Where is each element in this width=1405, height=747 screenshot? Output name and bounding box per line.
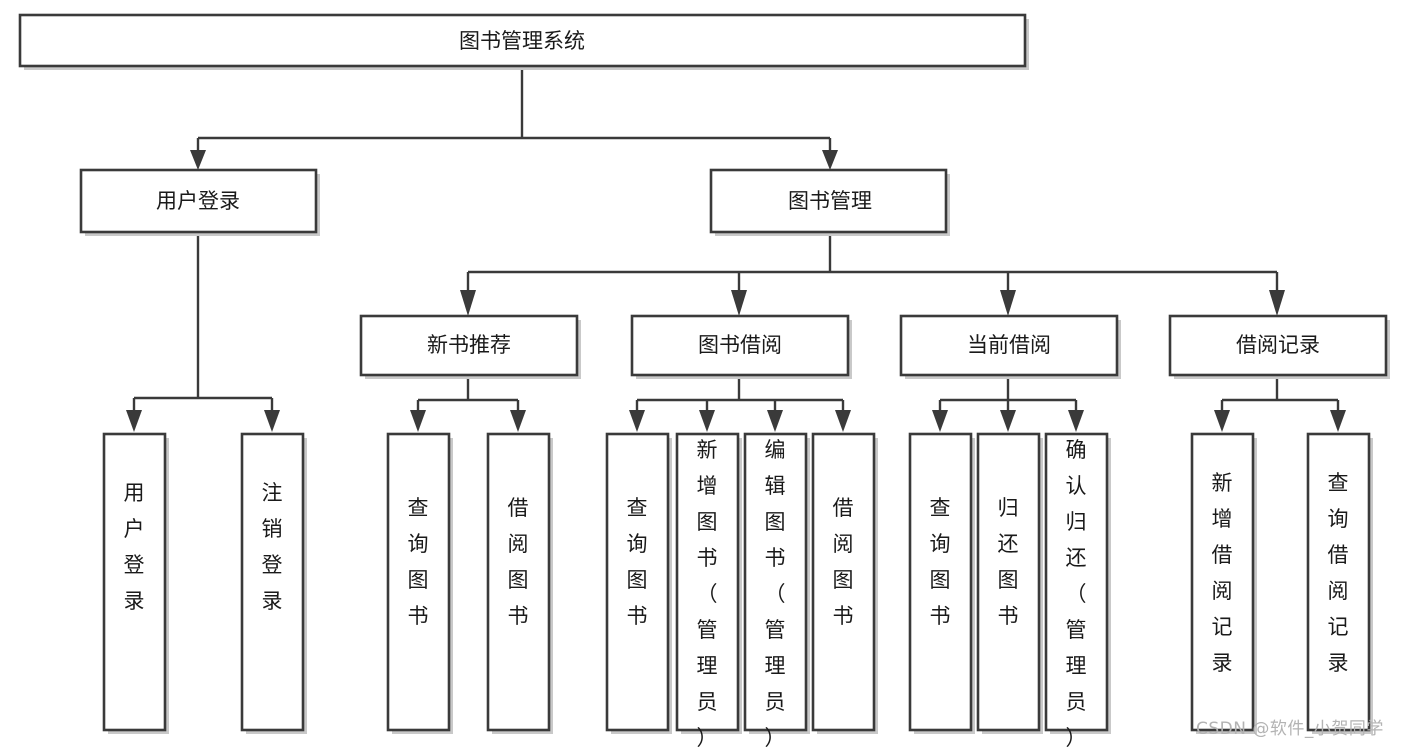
node-leaf-borrow-query-label: 查询图书 xyxy=(627,496,648,628)
node-leaf-cur-return[interactable]: 归还图书 xyxy=(976,432,1043,734)
arrow-bm-c4 xyxy=(1269,290,1285,316)
node-leaf-borrow-lend-box[interactable] xyxy=(811,432,876,732)
node-new-book-rec[interactable]: 新书推荐 xyxy=(359,314,581,379)
node-leaf-user-logout-box[interactable] xyxy=(240,432,305,732)
node-leaf-rec-add[interactable]: 新增借阅记录 xyxy=(1190,432,1257,734)
node-leaf-borrow-add-label: 新增图书（管理员） xyxy=(697,438,718,747)
node-current-borrow-box[interactable] xyxy=(899,314,1119,377)
csdn-watermark: CSDN @软件_小贺同学 xyxy=(1196,719,1384,739)
node-leaf-rec-search-label: 查询借阅记录 xyxy=(1328,471,1349,675)
node-new-book-rec-label: 新书推荐 xyxy=(427,333,511,357)
node-leaf-borrow-query-box[interactable] xyxy=(605,432,670,732)
node-borrow-record-box[interactable] xyxy=(1168,314,1388,377)
node-leaf-cur-query-box[interactable] xyxy=(908,432,973,732)
node-leaf-borrow-add-box[interactable] xyxy=(675,432,740,732)
node-leaf-rec-search[interactable]: 查询借阅记录 xyxy=(1306,432,1373,734)
arrow-userlogin-l2 xyxy=(264,410,280,432)
node-leaf-user-login[interactable]: 用户登录 xyxy=(102,432,169,734)
node-leaf-borrow-edit[interactable]: 编辑图书（管理员） xyxy=(743,432,810,747)
arrow-bm-c3 xyxy=(1000,290,1016,316)
node-user-login-box[interactable] xyxy=(79,168,318,234)
node-leaf-cur-confirm-label: 确认归还（管理员） xyxy=(1066,438,1087,747)
arrow-userlogin-l1 xyxy=(126,410,142,432)
node-book-borrow-box[interactable] xyxy=(630,314,850,377)
arrow-current-l1 xyxy=(932,410,948,432)
node-leaf-cur-return-box[interactable] xyxy=(976,432,1041,732)
node-leaf-rec-borrow-label: 借阅图书 xyxy=(508,496,529,628)
node-leaf-borrow-edit-label: 编辑图书（管理员） xyxy=(765,438,786,747)
node-leaf-cur-confirm[interactable]: 确认归还（管理员） xyxy=(1044,432,1111,747)
node-leaf-user-login-label: 用户登录 xyxy=(124,481,145,613)
edge-layer xyxy=(126,66,1346,432)
node-user-login[interactable]: 用户登录 xyxy=(79,168,320,236)
node-leaf-user-logout[interactable]: 注销登录 xyxy=(240,432,307,734)
arrow-borrow-l2 xyxy=(699,410,715,432)
node-root[interactable]: 图书管理系统 xyxy=(18,13,1029,70)
node-borrow-record[interactable]: 借阅记录 xyxy=(1168,314,1390,379)
node-leaf-borrow-add[interactable]: 新增图书（管理员） xyxy=(675,432,742,747)
node-new-book-rec-box[interactable] xyxy=(359,314,579,377)
node-leaf-rec-query-label: 查询图书 xyxy=(408,496,429,628)
node-root-label: 图书管理系统 xyxy=(459,29,585,53)
node-leaf-rec-add-box[interactable] xyxy=(1190,432,1255,732)
node-leaf-rec-search-box[interactable] xyxy=(1306,432,1371,732)
node-book-borrow[interactable]: 图书借阅 xyxy=(630,314,852,379)
node-current-borrow[interactable]: 当前借阅 xyxy=(899,314,1121,379)
arrow-rec-l1 xyxy=(410,410,426,432)
node-current-borrow-label: 当前借阅 xyxy=(967,333,1051,357)
node-book-manage[interactable]: 图书管理 xyxy=(709,168,950,236)
arrow-borrow-l1 xyxy=(629,410,645,432)
arrow-bm-c1 xyxy=(460,290,476,316)
arrow-borrow-l4 xyxy=(835,410,851,432)
node-leaf-borrow-query[interactable]: 查询图书 xyxy=(605,432,672,734)
node-leaf-rec-query-box[interactable] xyxy=(386,432,451,732)
node-root-box[interactable] xyxy=(18,13,1027,68)
arrow-bm-c2 xyxy=(731,290,747,316)
node-user-login-label: 用户登录 xyxy=(156,189,240,213)
node-leaf-borrow-lend-label: 借阅图书 xyxy=(833,496,854,628)
node-leaf-rec-borrow-box[interactable] xyxy=(486,432,551,732)
arrow-current-l3 xyxy=(1068,410,1084,432)
node-leaf-user-login-box[interactable] xyxy=(102,432,167,732)
arrow-current-l2 xyxy=(1000,410,1016,432)
node-leaf-rec-query[interactable]: 查询图书 xyxy=(386,432,453,734)
node-leaf-rec-add-label: 新增借阅记录 xyxy=(1212,471,1233,675)
node-leaf-borrow-lend[interactable]: 借阅图书 xyxy=(811,432,878,734)
arrow-rec-l2 xyxy=(510,410,526,432)
node-leaf-cur-query[interactable]: 查询图书 xyxy=(908,432,975,734)
arrow-root-to-user-login xyxy=(190,150,206,170)
node-leaf-cur-query-label: 查询图书 xyxy=(930,496,951,628)
arrow-borrow-l3 xyxy=(767,410,783,432)
node-leaf-cur-confirm-box[interactable] xyxy=(1044,432,1109,732)
node-book-borrow-label: 图书借阅 xyxy=(698,333,782,357)
node-leaf-cur-return-label: 归还图书 xyxy=(998,496,1019,628)
node-leaf-rec-borrow[interactable]: 借阅图书 xyxy=(486,432,553,734)
node-book-manage-box[interactable] xyxy=(709,168,948,234)
node-leaf-borrow-edit-box[interactable] xyxy=(743,432,808,732)
arrow-record-l2 xyxy=(1330,410,1346,432)
node-borrow-record-label: 借阅记录 xyxy=(1236,333,1320,357)
arrow-record-l1 xyxy=(1214,410,1230,432)
node-book-manage-label: 图书管理 xyxy=(788,189,872,213)
node-leaf-user-logout-label: 注销登录 xyxy=(262,481,283,613)
arrow-root-to-book-manage xyxy=(822,150,838,170)
